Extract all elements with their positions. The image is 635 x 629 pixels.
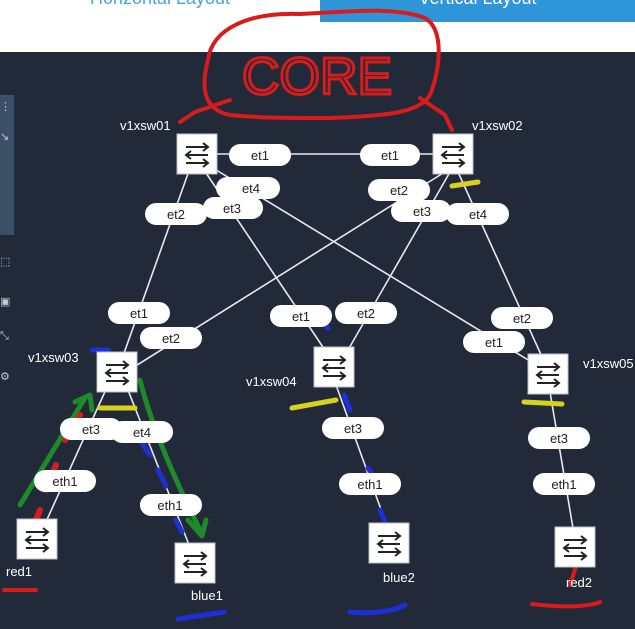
tab-vertical-label: Vertical Layout — [418, 0, 536, 8]
port-pill: et2 — [335, 302, 397, 324]
port-sw01-et2: et2 — [167, 207, 185, 222]
port-sw01-et3: et3 — [223, 201, 241, 216]
side-toolbar — [0, 95, 14, 235]
switch-v1xsw01-icon[interactable] — [176, 133, 218, 175]
port-sw04-et2: et2 — [357, 306, 375, 321]
layout-tab-bar: Horizontal Layout Vertical Layout — [0, 0, 635, 52]
port-pill: et3 — [203, 197, 263, 219]
switch-v1xsw04-icon[interactable] — [313, 346, 355, 388]
port-sw03-et3: et3 — [82, 422, 100, 437]
port-red2-eth1: eth1 — [551, 477, 576, 492]
port-pill: et1 — [270, 305, 332, 327]
port-pill: eth1 — [34, 470, 96, 492]
layout-icon[interactable]: ▣ — [0, 296, 11, 308]
port-sw03-et1: et1 — [130, 306, 148, 321]
node-label-blue1: blue1 — [191, 588, 223, 603]
port-sw01-et4: et4 — [242, 181, 260, 196]
port-blue1-eth1: eth1 — [157, 498, 182, 513]
port-labels: et1 et1 et4 et2 et3 et2 et3 et4 et1 et2 … — [34, 144, 595, 516]
port-sw02-et2: et2 — [390, 183, 408, 198]
node-label-v1xsw03: v1xsw03 — [28, 350, 79, 365]
port-pill: et4 — [111, 421, 173, 443]
port-sw02-et3: et3 — [413, 204, 431, 219]
port-sw05-et1: et1 — [485, 335, 503, 350]
node-label-blue2: blue2 — [383, 570, 415, 585]
node-label-v1xsw01: v1xsw01 — [120, 118, 171, 133]
fit-view-icon[interactable]: ⬚ — [0, 256, 11, 268]
node-label-v1xsw04: v1xsw04 — [246, 374, 297, 389]
link-sw05-red2[interactable] — [549, 391, 576, 541]
tab-vertical-layout[interactable]: Vertical Layout — [320, 0, 635, 22]
host-blue2-icon[interactable] — [368, 522, 410, 564]
port-pill: et4 — [216, 177, 280, 199]
switch-v1xsw02-icon[interactable] — [432, 133, 474, 175]
port-sw04-et3: et3 — [344, 421, 362, 436]
host-blue1-icon[interactable] — [174, 542, 216, 584]
node-label-red2: red2 — [566, 575, 592, 590]
port-pill: et1 — [108, 302, 170, 324]
host-red1-icon[interactable] — [16, 518, 58, 560]
port-sw01-et1: et1 — [251, 148, 269, 163]
host-red2-icon[interactable] — [554, 526, 596, 568]
port-blue2-eth1: eth1 — [357, 477, 382, 492]
switch-v1xsw05-icon[interactable] — [527, 353, 569, 395]
port-pill: et2 — [140, 327, 202, 349]
port-pill: et1 — [229, 144, 291, 166]
port-sw05-et3: et3 — [550, 431, 568, 446]
core-annotation-left-tail — [178, 98, 232, 124]
port-pill: et4 — [446, 203, 509, 225]
port-sw04-et1: et1 — [292, 309, 310, 324]
node-label-red1: red1 — [6, 564, 32, 579]
node-label-v1xsw02: v1xsw02 — [472, 118, 523, 133]
tab-horizontal-label: Horizontal Layout — [90, 0, 230, 8]
port-pill: et1 — [463, 331, 525, 353]
tab-horizontal-layout[interactable]: Horizontal Layout — [0, 0, 320, 22]
cursor-icon[interactable]: ↘ — [0, 131, 10, 143]
core-annotation-right-tail — [418, 96, 454, 132]
port-sw03-et2: et2 — [162, 331, 180, 346]
port-pill: et3 — [528, 427, 590, 449]
switch-v1xsw03-icon[interactable] — [96, 351, 138, 393]
port-pill: et3 — [322, 417, 384, 439]
port-sw05-et2: et2 — [513, 311, 531, 326]
core-annotation-text: CORE — [242, 48, 392, 106]
settings-gear-icon[interactable]: ⚙ — [0, 371, 10, 383]
expand-icon[interactable]: ⋮ — [0, 101, 11, 113]
link-sw01-sw03[interactable] — [117, 167, 191, 371]
port-pill: et2 — [145, 203, 207, 225]
port-red1-eth1: eth1 — [52, 474, 77, 489]
port-pill: et3 — [60, 418, 122, 440]
port-pill: et2 — [368, 179, 430, 201]
topology-canvas[interactable] — [0, 52, 635, 629]
port-pill: eth1 — [339, 473, 401, 495]
port-sw02-et4: et4 — [469, 207, 487, 222]
port-sw02-et1: et1 — [381, 148, 399, 163]
core-annotation-loop — [202, 8, 441, 120]
port-pill: et3 — [391, 200, 451, 222]
port-sw03-et4: et4 — [133, 425, 151, 440]
node-label-v1xsw05: v1xsw05 — [583, 356, 634, 371]
port-pill: et1 — [360, 144, 420, 166]
port-pill: eth1 — [140, 494, 202, 516]
port-pill: eth1 — [533, 473, 595, 495]
link-sw03-red1[interactable] — [39, 384, 109, 536]
collapse-icon[interactable]: ⤡ — [0, 330, 9, 342]
port-pill: et2 — [491, 307, 553, 329]
